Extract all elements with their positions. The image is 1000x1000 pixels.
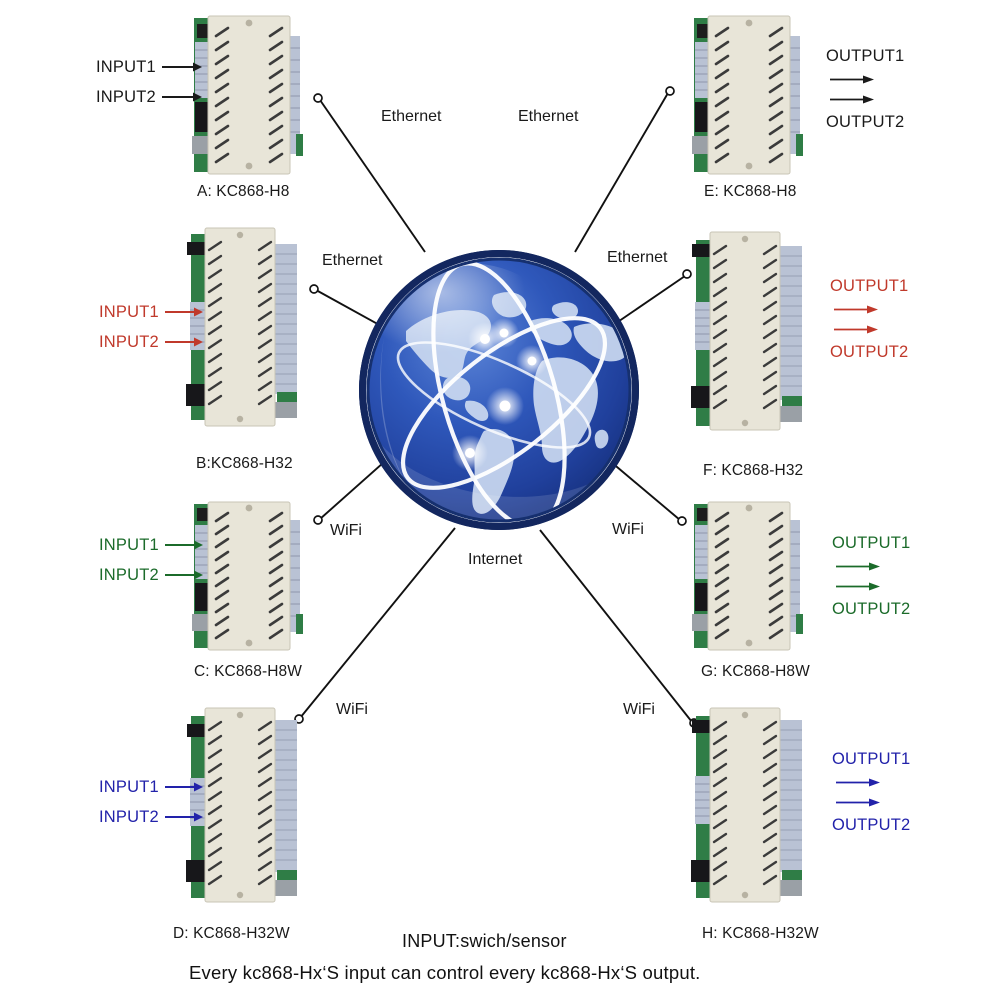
net-label-wifi-mid-right: WiFi <box>612 521 644 538</box>
device-module-c <box>186 500 308 652</box>
footer-input-caption: INPUT:swich/sensor <box>402 931 567 951</box>
out-group-h: OUTPUT1 OUTPUT2 <box>832 751 910 833</box>
device-caption-d: D: KC868-H32W <box>173 925 290 942</box>
wire-e-ethernet <box>574 92 669 253</box>
arrow-right-icon <box>830 75 874 83</box>
device-caption-b: B:KC868-H32 <box>196 455 293 472</box>
arrow-right-icon <box>164 540 203 550</box>
arrow-right-icon <box>164 307 203 317</box>
device-caption-g: G: KC868-H8W <box>701 663 810 680</box>
arrow-right-icon <box>836 798 880 806</box>
device-caption-h: H: KC868-H32W <box>702 925 819 942</box>
output-arrows <box>826 65 874 114</box>
device-caption-f: F: KC868-H32 <box>703 462 804 479</box>
arrow-right-icon <box>161 62 202 72</box>
arrow-right-icon <box>164 782 203 792</box>
io-label-input2: INPUT2 <box>99 565 159 584</box>
device-caption-c: C: KC868-H8W <box>194 663 303 680</box>
wire-endpoint-a <box>313 93 323 103</box>
net-label-wifi-bottom-right: WiFi <box>623 701 655 718</box>
arrow-right-icon <box>164 570 203 580</box>
io-label-input2: INPUT2 <box>99 807 159 826</box>
io-row-input1: INPUT1 <box>99 297 203 327</box>
net-label-ethernet-top-right: Ethernet <box>518 108 579 125</box>
io-label-output1: OUTPUT1 <box>832 750 911 768</box>
wire-d-internet <box>299 527 456 719</box>
device-module-d <box>181 702 307 908</box>
arrow-right-icon <box>834 305 878 313</box>
footer-note-caption: Every kc868-Hx‘S input can control every… <box>189 962 701 983</box>
net-label-wifi-mid-left: WiFi <box>330 522 362 539</box>
net-label-ethernet-mid-left: Ethernet <box>322 252 383 269</box>
net-label-wifi-bottom-left: WiFi <box>336 701 368 718</box>
io-label-input1: INPUT1 <box>99 777 159 796</box>
io-label-output1: OUTPUT1 <box>830 277 909 295</box>
device-module-g <box>686 500 808 652</box>
wire-endpoint-b <box>309 284 319 294</box>
io-row-input2: INPUT2 <box>99 327 203 357</box>
arrow-right-icon <box>161 92 202 102</box>
io-group-d: INPUT1 INPUT2 <box>99 772 203 832</box>
io-label-output2: OUTPUT2 <box>832 599 911 618</box>
device-caption-a: A: KC868-H8 <box>197 183 290 200</box>
net-label-ethernet-mid-right: Ethernet <box>607 249 668 266</box>
internet-globe-icon <box>359 250 639 530</box>
io-row-input1: INPUT1 <box>99 772 203 802</box>
io-row-input1: INPUT1 <box>99 530 203 560</box>
arrow-right-icon <box>836 562 880 570</box>
io-label-input1: INPUT1 <box>96 57 156 76</box>
output-arrows <box>830 295 878 344</box>
io-group-c: INPUT1 INPUT2 <box>99 530 203 590</box>
arrow-right-icon <box>836 778 880 786</box>
io-label-input1: INPUT1 <box>99 535 159 554</box>
device-module-h <box>686 702 812 908</box>
wire-h-internet <box>539 529 693 723</box>
device-module-a <box>186 14 308 176</box>
io-label-output1: OUTPUT1 <box>826 47 905 65</box>
io-row-input2: INPUT2 <box>96 82 202 112</box>
io-row-input1: INPUT1 <box>96 52 202 82</box>
arrow-right-icon <box>164 812 203 822</box>
io-row-input2: INPUT2 <box>99 560 203 590</box>
io-group-b: INPUT1 INPUT2 <box>99 297 203 357</box>
io-label-output2: OUTPUT2 <box>830 342 909 361</box>
out-group-e: OUTPUT1 OUTPUT2 <box>826 48 904 130</box>
arrow-right-icon <box>164 337 203 347</box>
io-label-output2: OUTPUT2 <box>826 112 905 131</box>
out-group-f: OUTPUT1 OUTPUT2 <box>830 278 908 360</box>
device-module-f <box>686 230 812 436</box>
output-arrows <box>832 768 880 817</box>
wire-endpoint-e <box>665 86 675 96</box>
device-module-b <box>181 224 307 430</box>
wire-endpoint-g <box>677 516 687 526</box>
arrow-right-icon <box>836 582 880 590</box>
device-caption-e: E: KC868-H8 <box>704 183 797 200</box>
arrow-right-icon <box>830 95 874 103</box>
io-label-input2: INPUT2 <box>96 87 156 106</box>
net-label-ethernet-top-left: Ethernet <box>381 108 442 125</box>
io-row-input2: INPUT2 <box>99 802 203 832</box>
out-group-g: OUTPUT1 OUTPUT2 <box>832 535 910 617</box>
device-module-e <box>686 14 808 176</box>
net-label-internet-center: Internet <box>468 551 523 568</box>
output-arrows <box>832 552 880 601</box>
io-label-output1: OUTPUT1 <box>832 534 911 552</box>
wire-endpoint-c <box>313 515 323 525</box>
io-label-output2: OUTPUT2 <box>832 815 911 834</box>
io-label-input2: INPUT2 <box>99 332 159 351</box>
io-label-input1: INPUT1 <box>99 302 159 321</box>
arrow-right-icon <box>834 325 878 333</box>
io-group-a: INPUT1 INPUT2 <box>96 52 202 112</box>
